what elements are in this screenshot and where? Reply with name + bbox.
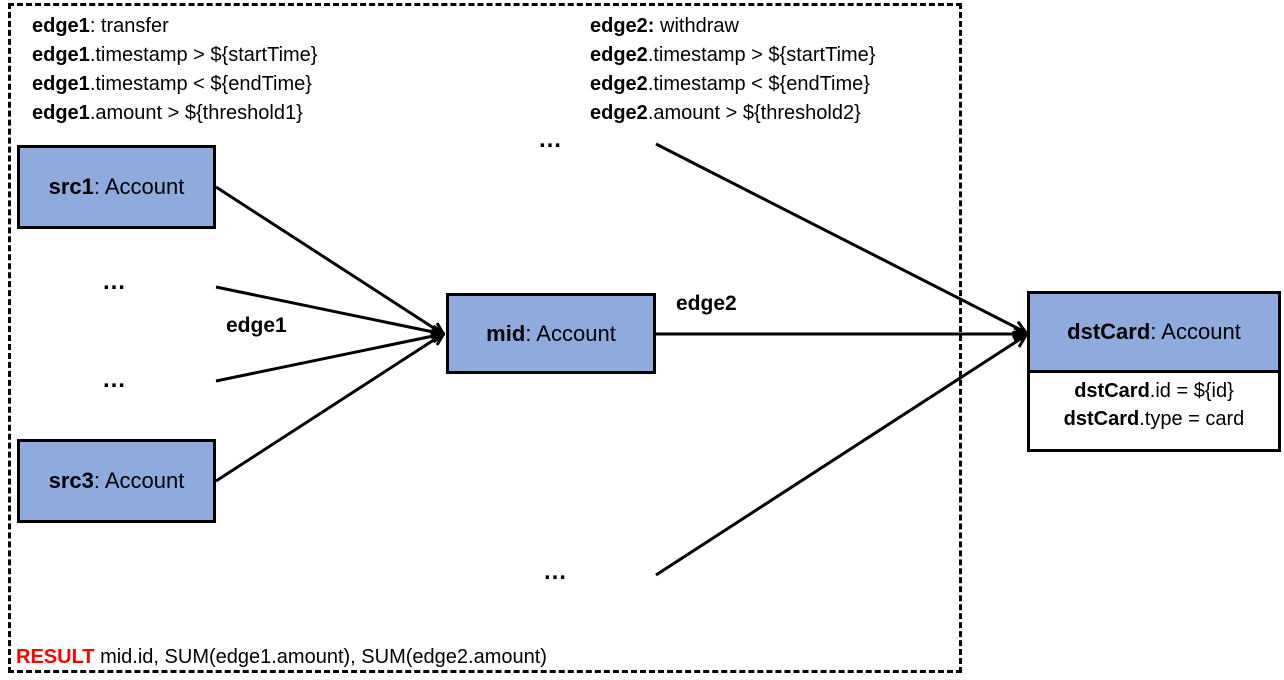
edge-top-dst <box>655 142 1025 332</box>
ellipsis-top: … <box>538 126 563 153</box>
node-src1: src1 : Account <box>17 145 216 229</box>
dstCard-property-type: dstCard.type = card <box>1063 408 1245 430</box>
edge-more2-mid <box>215 334 443 383</box>
ellipsis-bottom: … <box>543 558 568 585</box>
edge2-condition-start: edge2.timestamp > ${startTime} <box>590 44 876 66</box>
edge2-condition-end: edge2.timestamp < ${endTime} <box>590 73 870 95</box>
edge1-condition-end: edge1.timestamp < ${endTime} <box>32 73 312 95</box>
edge-src3-mid <box>215 334 443 483</box>
edge-bottom-dst <box>655 336 1025 577</box>
ellipsis-src-1: … <box>102 268 127 295</box>
edge2-label: edge2 <box>676 292 737 315</box>
edge2-condition-type: edge2: withdraw <box>590 15 739 37</box>
edge1-condition-amount: edge1.amount > ${threshold1} <box>32 102 303 124</box>
edge1-condition-type: edge1: transfer <box>32 15 169 37</box>
edge2-condition-amount: edge2.amount > ${threshold2} <box>590 102 861 124</box>
ellipsis-src-2: … <box>102 366 127 393</box>
result-keyword: RESULT <box>16 646 95 668</box>
node-dstCard: dstCard : Account <box>1027 291 1281 373</box>
edge1-label: edge1 <box>226 314 287 337</box>
edge2-conditions: edge2: withdraw edge2.timestamp > ${star… <box>590 12 876 128</box>
edge-more1-mid <box>215 285 443 334</box>
query-scope-frame <box>8 3 962 673</box>
dstCard-property-id: dstCard.id = ${id} <box>1074 380 1234 402</box>
node-src3: src3 : Account <box>17 439 216 523</box>
node-mid: mid : Account <box>446 293 656 374</box>
result-clause: RESULT mid.id, SUM(edge1.amount), SUM(ed… <box>16 646 547 669</box>
result-expression: mid.id, SUM(edge1.amount), SUM(edge2.amo… <box>94 646 547 668</box>
edge1-conditions: edge1: transfer edge1.timestamp > ${star… <box>32 12 318 128</box>
dstCard-properties: dstCard.id = ${id} dstCard.type = card <box>1027 373 1281 452</box>
edge1-condition-start: edge1.timestamp > ${startTime} <box>32 44 318 66</box>
edge-src1-mid <box>215 185 443 334</box>
